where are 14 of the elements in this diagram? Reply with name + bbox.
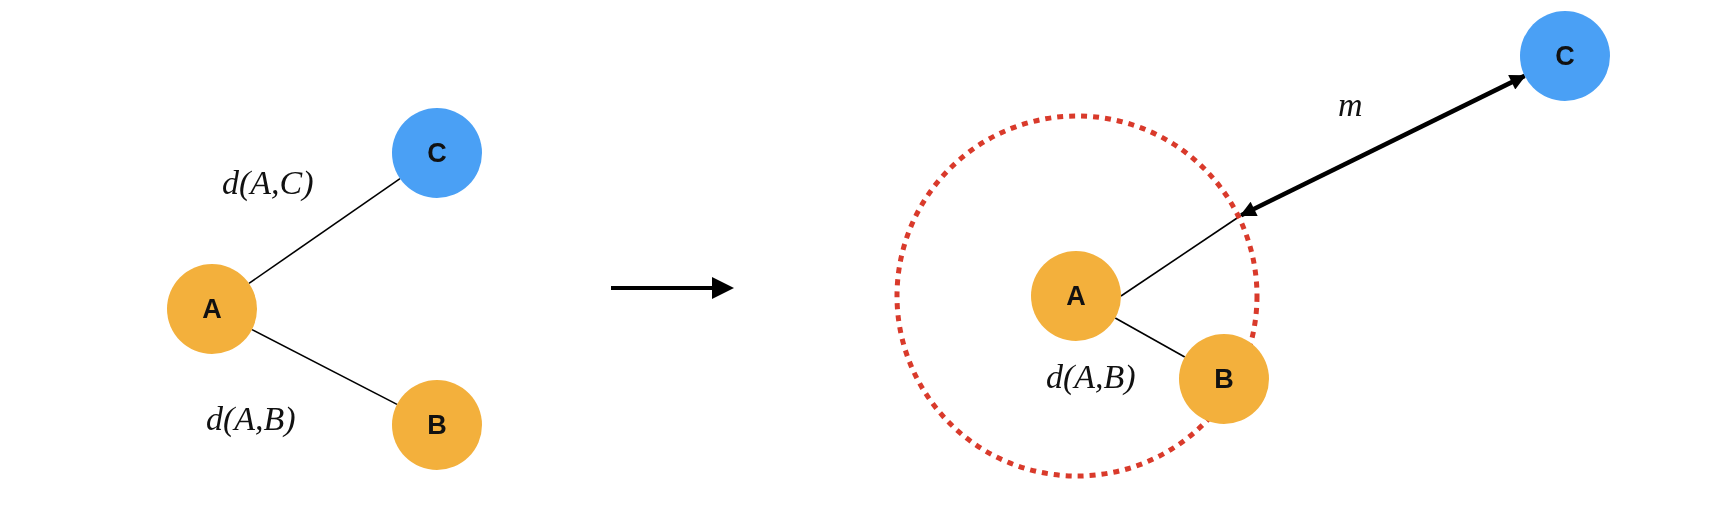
node-circle: C — [392, 108, 482, 198]
edge-label: d(A,B) — [206, 402, 296, 436]
edge-label: d(A,B) — [1046, 360, 1136, 394]
node-circle: B — [392, 380, 482, 470]
edge-label: d(A,C) — [222, 166, 314, 200]
connector-line — [251, 328, 398, 406]
node-circle: A — [167, 264, 257, 354]
node-circle: C — [1520, 11, 1610, 101]
edge-label: m — [1338, 88, 1363, 122]
node-circle: A — [1031, 251, 1121, 341]
double-arrow — [1239, 73, 1527, 218]
connector-line — [1114, 317, 1186, 358]
node-circle: B — [1179, 334, 1269, 424]
connector-line — [248, 177, 401, 285]
